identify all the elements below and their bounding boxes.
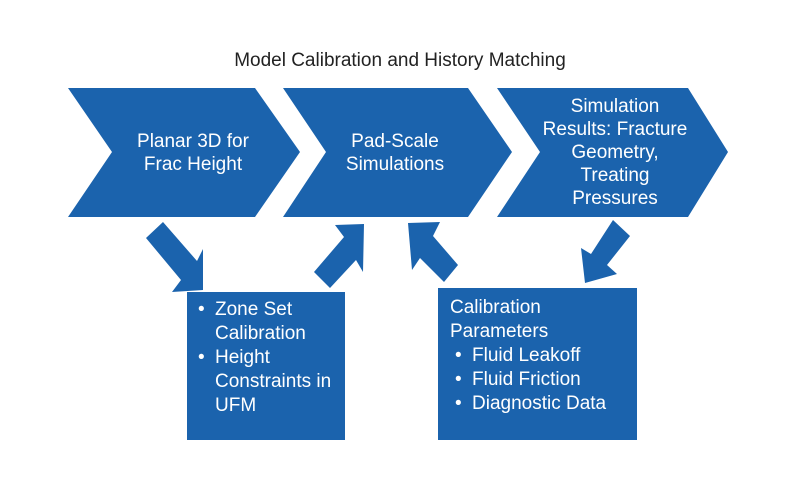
diagram-title: Model Calibration and History Matching <box>234 50 566 71</box>
arrow-up-right-icon <box>314 224 364 288</box>
bullet-item: Fluid Leakoff <box>450 344 631 368</box>
calibration-parameters-box: Calibration Parameters Fluid Leakoff Flu… <box>438 288 637 440</box>
calibration-bullet-list: Fluid Leakoff Fluid Friction Diagnostic … <box>450 344 631 416</box>
bullet-item: Height Constraints in UFM <box>193 346 339 418</box>
bullet-item: Fluid Friction <box>450 368 631 392</box>
arrow-down-right-icon <box>146 222 203 292</box>
chevron-planar-3d <box>68 88 300 217</box>
chevron-simulation-results <box>497 88 728 217</box>
chevron-label-simulation-results: Simulation Results: Fracture Geometry, T… <box>542 95 688 209</box>
chevron-label-planar-3d: Planar 3D for Frac Height <box>137 131 249 175</box>
bullet-item: Diagnostic Data <box>450 392 631 416</box>
arrow-down-left-icon <box>581 220 630 283</box>
zone-set-box: Zone Set Calibration Height Constraints … <box>187 292 345 440</box>
calibration-parameters-heading: Calibration Parameters <box>450 297 549 342</box>
bullet-item: Zone Set Calibration <box>193 298 339 346</box>
chevron-pad-scale <box>283 88 512 217</box>
zone-set-bullet-list: Zone Set Calibration Height Constraints … <box>193 298 339 418</box>
chevron-label-pad-scale: Pad-Scale Simulations <box>345 131 445 175</box>
arrow-up-left-icon <box>408 222 458 282</box>
